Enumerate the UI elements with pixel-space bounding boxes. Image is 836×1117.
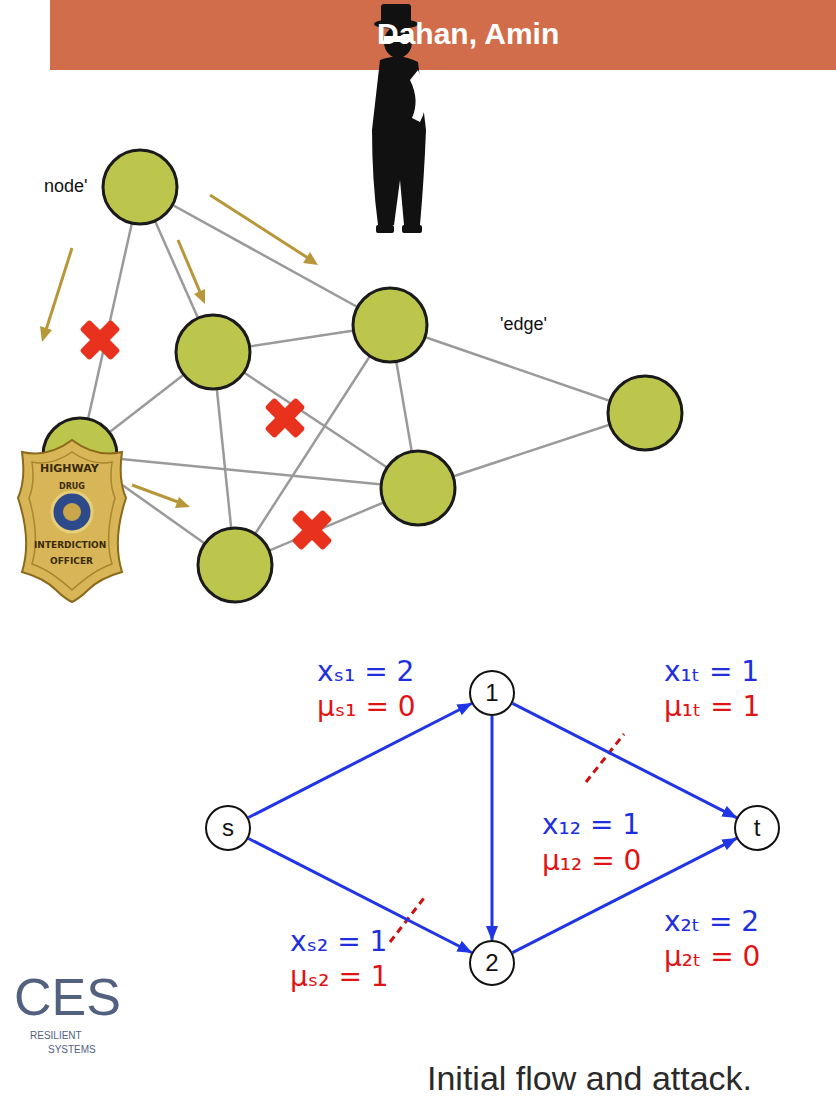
graph-edges xyxy=(80,187,645,565)
attack-value: μₛ₁ = 0 xyxy=(315,690,418,724)
flow-node-circle: 2 xyxy=(469,940,515,986)
flow-value: xₛ₁ = 2 xyxy=(315,655,416,689)
flow-value: x₂ₜ = 2 xyxy=(662,905,761,939)
node-label: 1 xyxy=(485,681,498,705)
badge-text: INTERDICTION xyxy=(34,540,106,551)
logo-text: SYSTEMS xyxy=(48,1044,96,1056)
node-label: 2 xyxy=(485,951,498,975)
term-label: node' xyxy=(44,176,87,198)
officer-badge xyxy=(18,440,126,602)
title-text: Dahan, Amin xyxy=(377,16,559,52)
attack-value: μ₂ₜ = 0 xyxy=(662,940,762,974)
attack-value: μ₁₂ = 0 xyxy=(540,844,643,878)
badge-text: DRUG xyxy=(59,482,85,492)
flow-node-circle: 1 xyxy=(469,670,515,716)
attack-value: μₛ₂ = 1 xyxy=(288,960,391,994)
flow-value: x₁₂ = 1 xyxy=(540,808,642,842)
term-label: 'edge' xyxy=(500,314,547,336)
graph-nodes xyxy=(43,150,682,602)
logo-text: RESILIENT xyxy=(30,1030,82,1042)
flow-node-circle: t xyxy=(734,805,780,851)
node-label: t xyxy=(754,816,761,840)
attack-value: μ₁ₜ = 1 xyxy=(662,690,762,724)
node-label: s xyxy=(222,816,234,840)
logo-text: CES xyxy=(14,966,121,1028)
badge-text: OFFICER xyxy=(50,556,93,567)
figure-caption: Initial flow and attack. xyxy=(427,1058,752,1099)
flow-value: x₁ₜ = 1 xyxy=(662,655,761,689)
badge-text: HIGHWAY xyxy=(40,462,99,475)
flow-value: xₛ₂ = 1 xyxy=(288,925,389,959)
flow-arrow xyxy=(491,716,494,940)
flow-node-circle: s xyxy=(205,805,251,851)
